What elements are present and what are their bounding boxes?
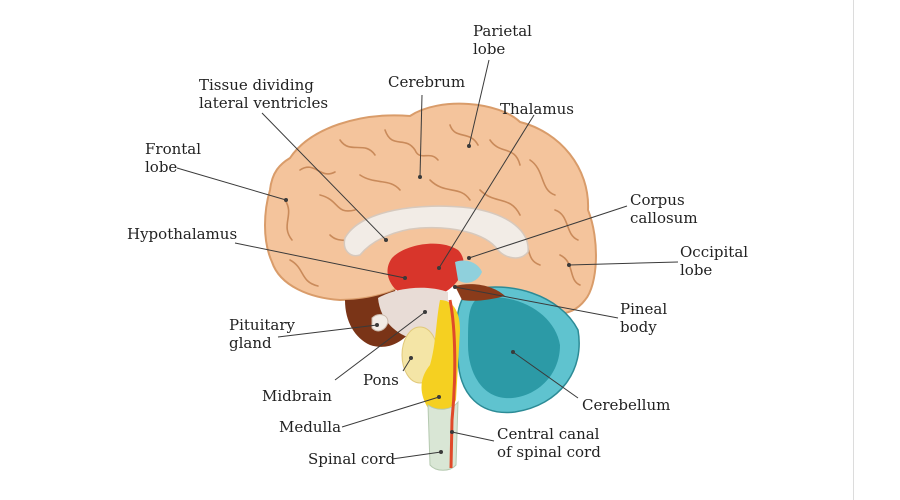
- midbrain-shape: [378, 287, 448, 340]
- pineal-region: [455, 260, 482, 283]
- label-thalamus: Thalamus: [500, 100, 574, 118]
- label-pons: Pons: [363, 371, 399, 389]
- label-cerebrum: Cerebrum: [388, 73, 466, 91]
- central-canal-line: [448, 299, 457, 469]
- label-midbrain: Midbrain: [262, 387, 332, 405]
- corpus-callosum-shape: [343, 205, 529, 259]
- cerebrum-folds: [284, 124, 581, 287]
- label-medulla: Medulla: [279, 418, 342, 436]
- cerebellum-inner: [468, 297, 560, 399]
- thalamus-shape: [387, 243, 464, 297]
- label-cerebellum: Cerebellum: [582, 396, 671, 414]
- posterior-shadow: [455, 284, 505, 301]
- leader-dots: [284, 144, 571, 454]
- leader-lines: [176, 59, 679, 460]
- label-hypothalamus: Hypothalamus: [127, 225, 238, 243]
- frame-divider: [853, 0, 854, 500]
- pituitary-shape: [371, 314, 389, 332]
- label-spinal-cord: Spinal cord: [308, 450, 396, 468]
- medulla-shape: [421, 300, 460, 411]
